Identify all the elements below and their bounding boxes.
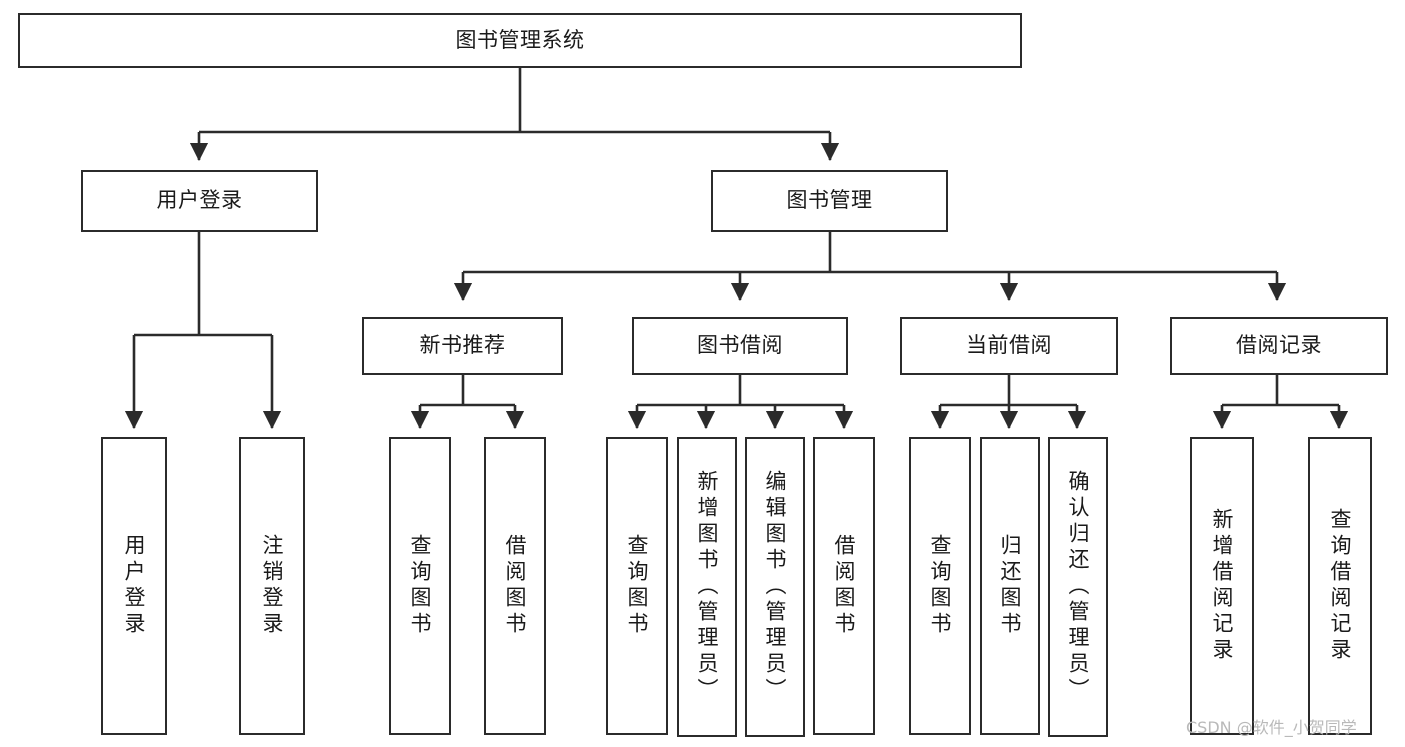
node-book-manage-label: 图书管理: [786, 188, 873, 213]
node-book-borrow[interactable]: 图书借阅: [632, 317, 848, 375]
node-current-borrow[interactable]: 当前借阅: [900, 317, 1118, 375]
leaf-borrow-book-2-label: 借阅图书: [832, 534, 857, 638]
node-root-label: 图书管理系统: [455, 27, 585, 52]
leaf-logout-login[interactable]: 注销登录: [239, 437, 305, 735]
leaf-query-book-3[interactable]: 查询图书: [909, 437, 971, 735]
leaf-query-book-3-label: 查询图书: [928, 534, 953, 638]
leaf-add-record[interactable]: 新增借阅记录: [1190, 437, 1254, 735]
leaf-add-book[interactable]: 新增图书（管理员）: [677, 437, 737, 737]
leaf-confirm-return-label: 确认归还（管理员）: [1066, 470, 1091, 704]
node-book-manage[interactable]: 图书管理: [711, 170, 948, 232]
node-book-borrow-label: 图书借阅: [697, 333, 783, 358]
leaf-edit-book[interactable]: 编辑图书（管理员）: [745, 437, 805, 737]
csdn-watermark: CSDN @软件_小贺同学: [1186, 718, 1357, 737]
leaf-add-record-label: 新增借阅记录: [1210, 508, 1235, 664]
node-root[interactable]: 图书管理系统: [18, 13, 1022, 68]
leaf-edit-book-label: 编辑图书（管理员）: [763, 470, 788, 704]
leaf-user-login-label: 用户登录: [122, 534, 147, 638]
leaf-logout-login-label: 注销登录: [260, 534, 285, 638]
leaf-borrow-book-2[interactable]: 借阅图书: [813, 437, 875, 735]
leaf-borrow-book-1-label: 借阅图书: [503, 534, 528, 638]
node-borrow-record-label: 借阅记录: [1236, 333, 1322, 358]
leaf-add-book-label: 新增图书（管理员）: [695, 470, 720, 704]
leaf-return-book-label: 归还图书: [998, 534, 1023, 638]
node-user-login-label: 用户登录: [156, 188, 243, 213]
leaf-query-record-label: 查询借阅记录: [1328, 508, 1353, 664]
leaf-confirm-return[interactable]: 确认归还（管理员）: [1048, 437, 1108, 737]
leaf-return-book[interactable]: 归还图书: [980, 437, 1040, 735]
node-current-borrow-label: 当前借阅: [966, 333, 1052, 358]
node-new-book-recommend-label: 新书推荐: [419, 333, 506, 358]
leaf-query-book-1-label: 查询图书: [408, 534, 433, 638]
node-borrow-record[interactable]: 借阅记录: [1170, 317, 1388, 375]
leaf-query-book-2-label: 查询图书: [625, 534, 650, 638]
leaf-query-book-2[interactable]: 查询图书: [606, 437, 668, 735]
leaf-query-book-1[interactable]: 查询图书: [389, 437, 451, 735]
node-new-book-recommend[interactable]: 新书推荐: [362, 317, 563, 375]
leaf-user-login[interactable]: 用户登录: [101, 437, 167, 735]
node-user-login[interactable]: 用户登录: [81, 170, 318, 232]
leaf-borrow-book-1[interactable]: 借阅图书: [484, 437, 546, 735]
leaf-query-record[interactable]: 查询借阅记录: [1308, 437, 1372, 735]
